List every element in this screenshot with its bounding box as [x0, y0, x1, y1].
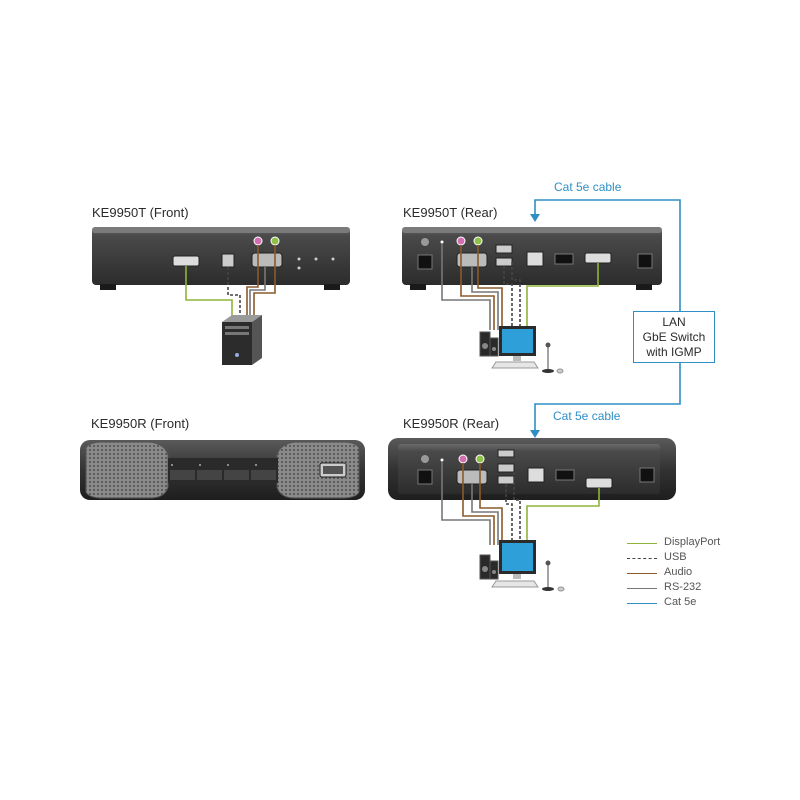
legend-label: Audio	[664, 566, 693, 578]
rx-rear-label: KE9950R (Rear)	[403, 416, 500, 431]
tx-front-cables	[185, 245, 276, 318]
ke9950r-rear-unit	[388, 438, 676, 500]
legend-swatch	[627, 543, 657, 544]
ke9950r-front-unit	[80, 440, 365, 500]
legend-item-cat5e: Cat 5e	[627, 596, 747, 611]
switch-line-3: with IGMP	[646, 345, 702, 359]
legend-swatch	[627, 588, 657, 589]
tx-workstation	[479, 326, 564, 374]
rx-front-label: KE9950R (Front)	[91, 416, 190, 431]
keyboard-icon	[491, 580, 539, 588]
rx-rear-cables	[441, 462, 600, 545]
ke9950t-front-unit	[92, 227, 350, 290]
keyboard-icon	[491, 361, 539, 369]
cat5e-cable-label-bottom: Cat 5e cable	[553, 409, 621, 423]
speakers-icon	[479, 554, 499, 580]
switch-line-2: GbE Switch	[642, 330, 706, 344]
legend-label: Cat 5e	[664, 596, 697, 608]
legend-item-audio: Audio	[627, 566, 747, 581]
legend-swatch	[627, 573, 657, 574]
legend-swatch	[627, 603, 657, 604]
legend: DisplayPort USB Audio RS-232 Cat 5e	[627, 536, 747, 611]
tx-rear-label: KE9950T (Rear)	[403, 205, 498, 220]
cat5e-cable-label-top: Cat 5e cable	[554, 180, 622, 194]
legend-item-usb: USB	[627, 551, 747, 566]
monitor-icon	[499, 326, 536, 361]
mouse-icon	[556, 368, 564, 374]
legend-label: RS-232	[664, 581, 702, 593]
ke9950t-rear-unit	[402, 227, 662, 290]
lan-switch-box: LAN GbE Switch with IGMP	[633, 311, 715, 363]
legend-item-displayport: DisplayPort	[627, 536, 747, 551]
speakers-icon	[479, 331, 499, 357]
legend-item-rs232: RS-232	[627, 581, 747, 596]
monitor-icon	[499, 540, 536, 579]
legend-swatch	[627, 558, 657, 559]
mouse-icon	[557, 586, 565, 592]
tx-front-label: KE9950T (Front)	[92, 205, 189, 220]
legend-label: DisplayPort	[664, 536, 721, 548]
tx-rear-cables	[441, 244, 599, 330]
microphone-icon	[542, 342, 554, 373]
microphone-icon	[542, 560, 554, 591]
legend-label: USB	[664, 551, 687, 563]
computer-tower-icon	[222, 315, 262, 365]
switch-line-1: LAN	[662, 315, 686, 329]
rx-workstation	[479, 540, 565, 592]
cat5e-cables	[530, 199, 681, 438]
